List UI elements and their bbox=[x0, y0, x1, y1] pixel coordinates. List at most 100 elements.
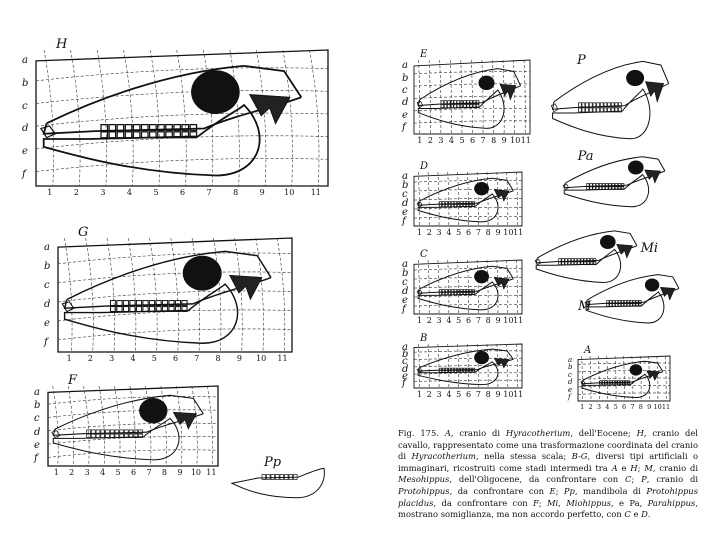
grid-column-line bbox=[309, 50, 319, 186]
column-label: 2 bbox=[427, 317, 432, 325]
lower-tooth bbox=[442, 204, 444, 206]
skull-label: Pp bbox=[264, 456, 281, 469]
column-label: 2 bbox=[69, 469, 74, 477]
lower-tooth bbox=[130, 307, 135, 312]
incisor-detail bbox=[52, 431, 60, 438]
lower-tooth bbox=[610, 304, 612, 307]
skull-drawing bbox=[41, 66, 301, 176]
row-label: e bbox=[22, 147, 28, 157]
grid-column-line bbox=[428, 172, 429, 226]
upper-tooth bbox=[442, 368, 444, 370]
incisor-detail bbox=[417, 202, 422, 207]
row-label: c bbox=[402, 86, 408, 96]
lower-tooth bbox=[472, 370, 474, 372]
lower-tooth bbox=[582, 108, 585, 112]
lower-tooth bbox=[262, 474, 266, 479]
column-label: 6 bbox=[180, 189, 185, 197]
upper-tooth bbox=[91, 430, 95, 434]
row-label: f bbox=[568, 394, 571, 401]
caption-segment: ; bbox=[556, 486, 564, 496]
row-label: e bbox=[34, 441, 40, 451]
lower-tooth bbox=[460, 370, 462, 372]
lower-tooth bbox=[466, 204, 468, 206]
lower-tooth bbox=[454, 204, 456, 206]
skull-label: P bbox=[577, 54, 586, 67]
grid-column-line bbox=[277, 238, 285, 352]
grid-column-line bbox=[130, 386, 136, 466]
upper-tooth bbox=[451, 368, 453, 370]
lower-tooth bbox=[586, 108, 589, 112]
column-label: 3 bbox=[437, 317, 442, 325]
row-label: f bbox=[402, 305, 406, 315]
lower-tooth bbox=[451, 370, 453, 372]
column-label: 11 bbox=[513, 229, 523, 237]
caption-segment: Protohippus bbox=[398, 486, 450, 496]
occipital-detail bbox=[230, 275, 262, 299]
panel-G: Gabcdef1234567891011 bbox=[42, 228, 294, 366]
column-label: 8 bbox=[486, 229, 491, 237]
upper-tooth bbox=[451, 290, 453, 292]
lower-tooth bbox=[445, 292, 447, 294]
lower-tooth bbox=[454, 292, 456, 294]
column-label: 1 bbox=[580, 404, 584, 411]
grid-column-line bbox=[497, 260, 498, 314]
column-label: 6 bbox=[466, 391, 471, 399]
caption-segment: Parahippus bbox=[648, 498, 696, 508]
skull-drawing bbox=[550, 54, 700, 150]
upper-tooth bbox=[451, 202, 453, 204]
grid-column-line bbox=[235, 238, 243, 352]
column-label: 5 bbox=[456, 229, 461, 237]
lower-tooth bbox=[613, 304, 615, 307]
upper-tooth bbox=[439, 368, 441, 370]
skull-drawing bbox=[584, 270, 704, 330]
lower-tooth bbox=[463, 370, 465, 372]
row-label: f bbox=[44, 338, 48, 348]
grid-column-line bbox=[440, 60, 441, 134]
grid-row-line bbox=[578, 393, 670, 394]
grid-panel-drawing bbox=[400, 54, 532, 148]
column-label: 9 bbox=[177, 469, 182, 477]
column-label: 2 bbox=[589, 404, 593, 411]
panel-label: F bbox=[68, 374, 77, 387]
orbit bbox=[628, 161, 644, 175]
column-label: 11 bbox=[277, 355, 287, 363]
grid-column-line bbox=[467, 260, 468, 314]
orbit bbox=[191, 70, 240, 114]
caption-segment: , mandibola di bbox=[575, 486, 647, 496]
column-label: 11 bbox=[513, 391, 523, 399]
lower-tooth bbox=[136, 307, 141, 312]
lower-tooth bbox=[442, 292, 444, 294]
orbit bbox=[474, 270, 489, 283]
mandible-outline bbox=[53, 418, 179, 460]
row-label: c bbox=[22, 102, 28, 112]
upper-tooth bbox=[613, 381, 615, 383]
upper-tooth bbox=[111, 301, 116, 306]
upper-tooth bbox=[463, 290, 465, 292]
column-label: 4 bbox=[605, 404, 609, 411]
lower-tooth bbox=[125, 132, 132, 138]
lower-tooth bbox=[87, 434, 91, 438]
upper-tooth bbox=[605, 381, 607, 383]
caption-segment: , cranio di bbox=[451, 428, 506, 438]
grid-column-line bbox=[418, 172, 419, 226]
grid-column-line bbox=[516, 344, 517, 388]
lower-tooth bbox=[117, 132, 124, 138]
grid-column-line bbox=[516, 260, 517, 314]
column-label: 11 bbox=[662, 404, 670, 411]
row-label: b bbox=[34, 401, 40, 411]
caption-segment: H bbox=[630, 463, 637, 473]
mandible-outline bbox=[65, 284, 238, 343]
lower-tooth bbox=[559, 262, 562, 265]
skull-label: M bbox=[578, 300, 591, 313]
column-label: 3 bbox=[438, 137, 443, 145]
column-label: 3 bbox=[109, 355, 114, 363]
orbit bbox=[183, 256, 222, 291]
caption-segment: e bbox=[618, 463, 631, 473]
lower-tooth bbox=[589, 108, 592, 112]
column-label: 7 bbox=[207, 189, 212, 197]
caption-segment: , cranio di bbox=[653, 463, 698, 473]
upper-tooth bbox=[441, 101, 444, 104]
orbit bbox=[600, 235, 616, 249]
column-label: 1 bbox=[47, 189, 52, 197]
